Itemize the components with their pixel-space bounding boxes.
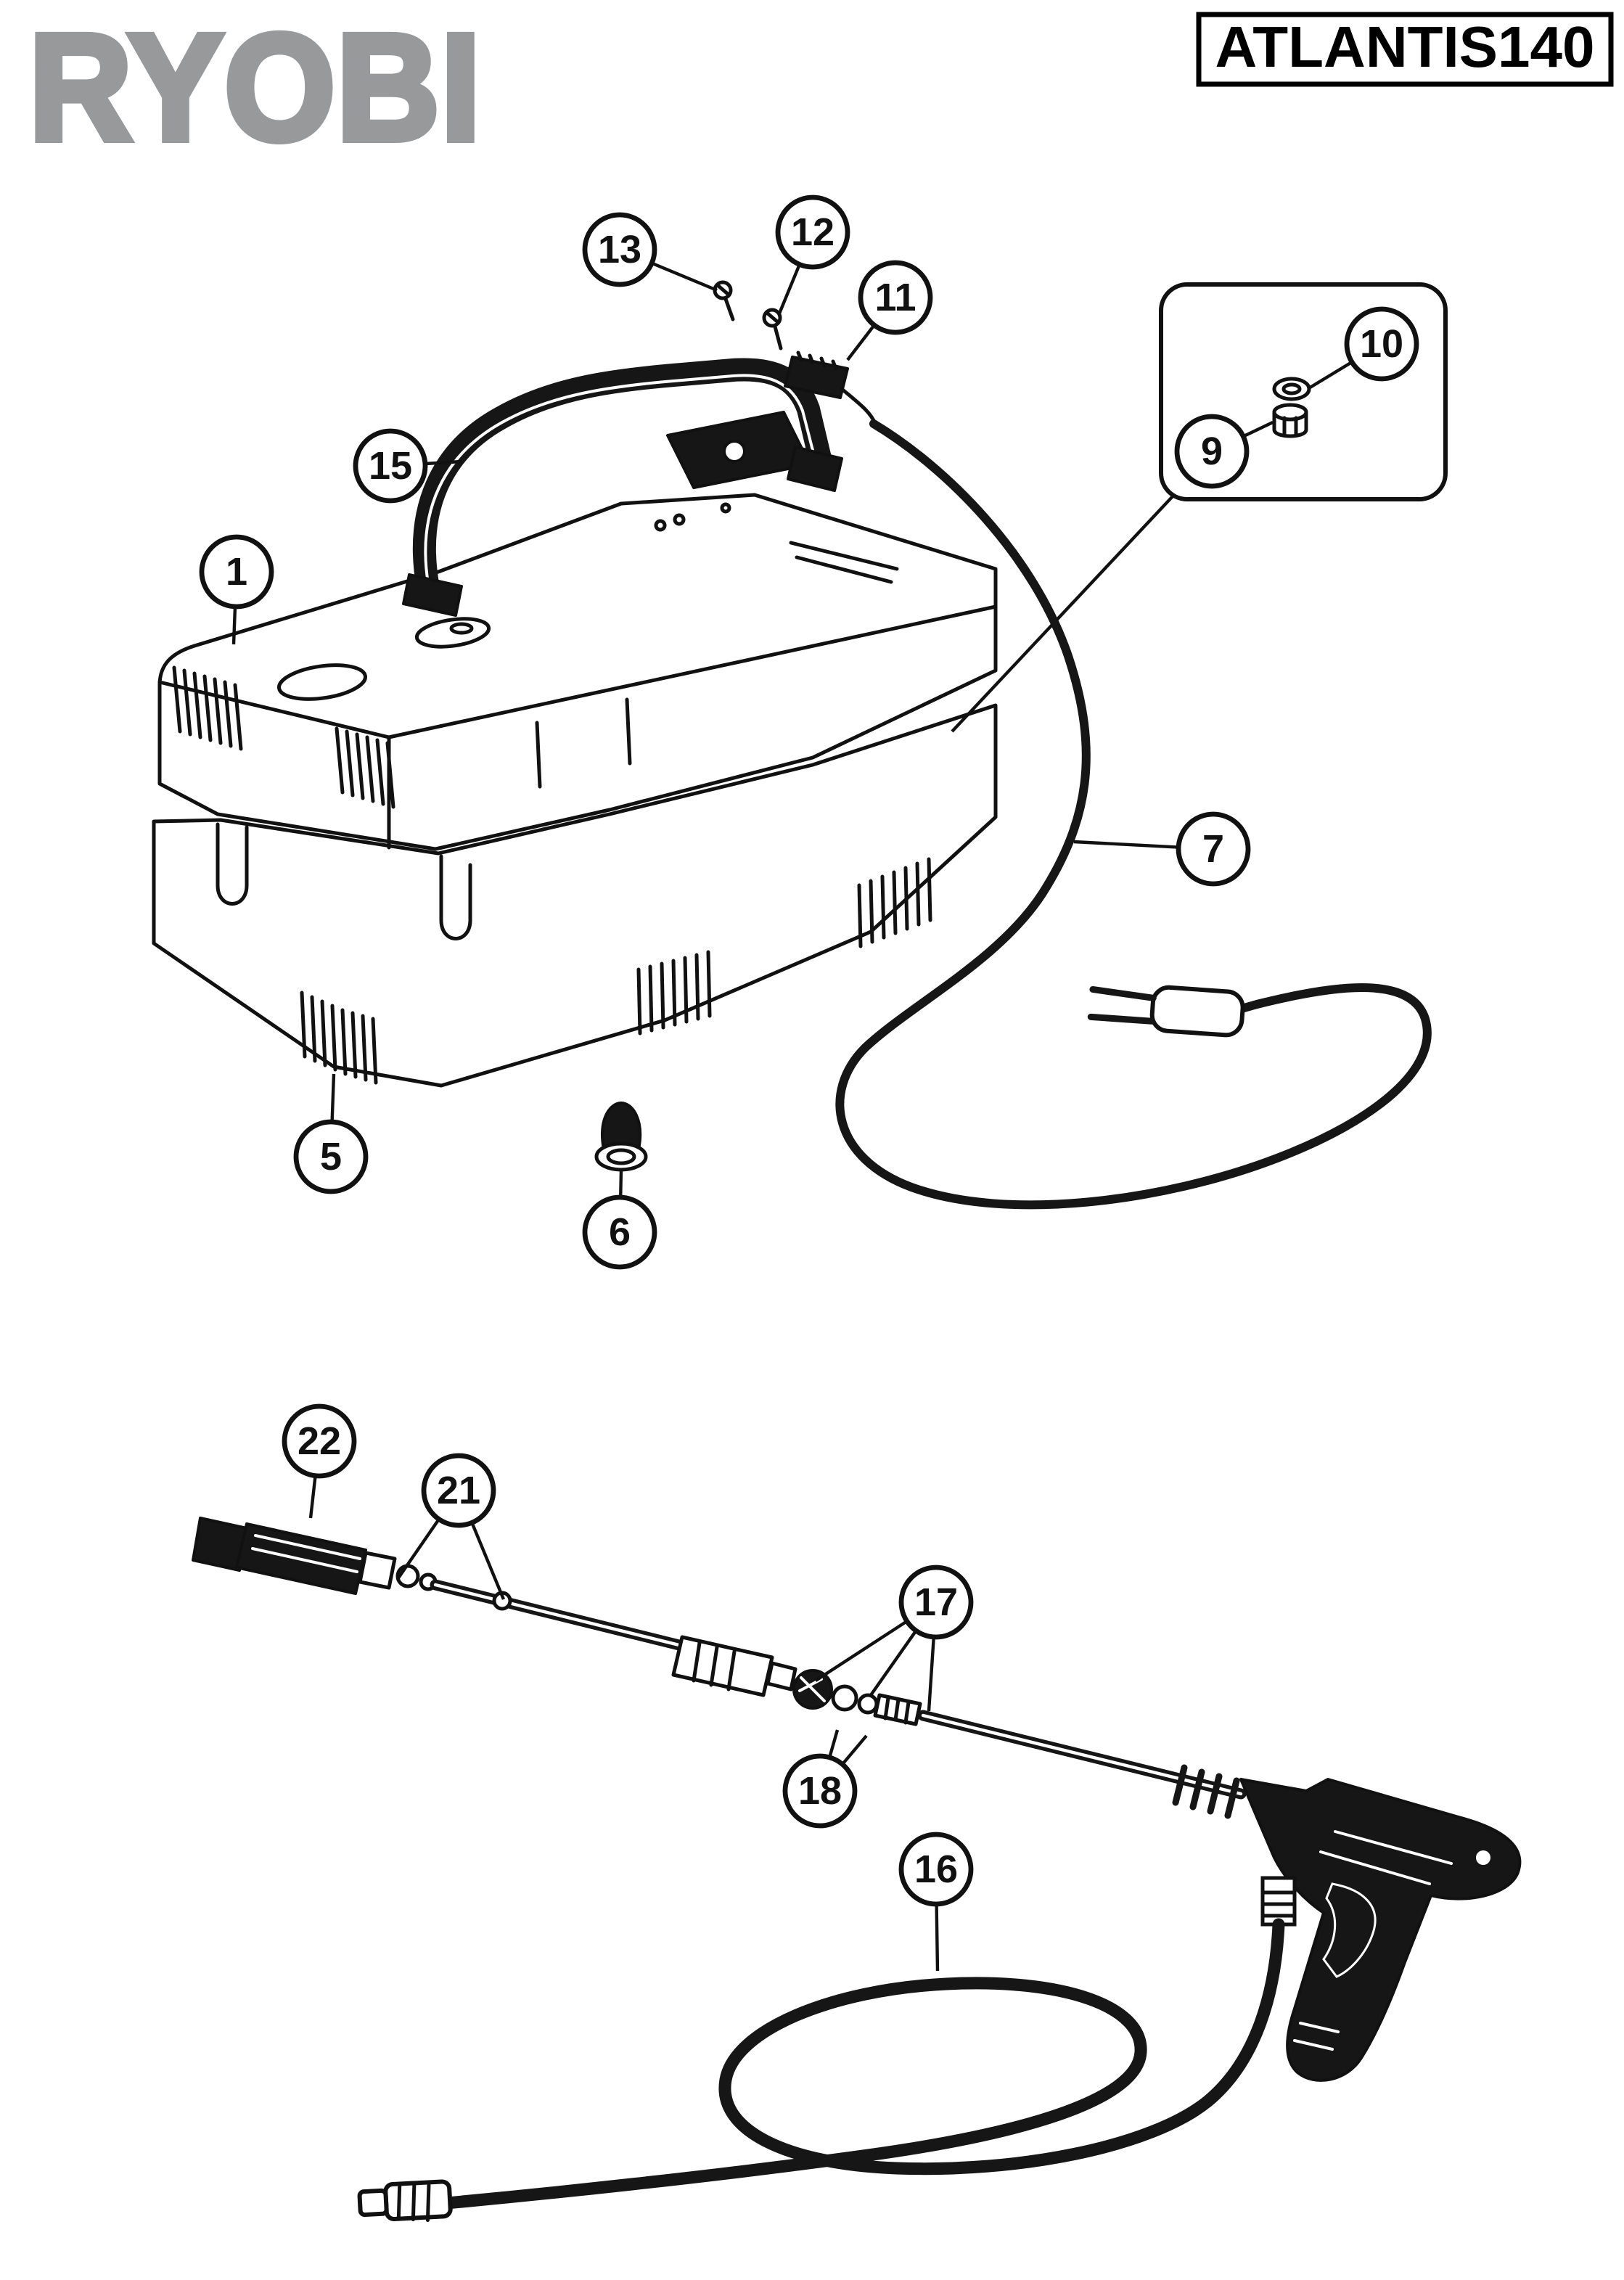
leader-line-10 bbox=[1306, 361, 1353, 390]
o-ring-large bbox=[831, 1684, 858, 1712]
callout-15 bbox=[353, 428, 428, 504]
callout-number-6: 6 bbox=[609, 1210, 631, 1254]
leader-line-6 bbox=[619, 1169, 623, 1198]
callout-22 bbox=[282, 1403, 357, 1479]
callout-number-16: 16 bbox=[914, 1848, 958, 1891]
power-cord bbox=[835, 419, 1432, 1210]
leader-line-17-3 bbox=[927, 1636, 935, 1712]
screw-12 bbox=[762, 308, 783, 350]
callout-16 bbox=[898, 1832, 974, 1907]
handle-bracket-screw-hole bbox=[723, 440, 746, 463]
callout-17 bbox=[898, 1565, 974, 1640]
lance-tube-front bbox=[430, 1579, 700, 1654]
leader-line-1 bbox=[231, 606, 237, 645]
leader-line-22 bbox=[308, 1475, 317, 1519]
carry-handle bbox=[402, 358, 843, 617]
callout-6 bbox=[582, 1194, 657, 1270]
callout-7 bbox=[1176, 811, 1251, 887]
brand-logo: RYOBI bbox=[29, 4, 482, 172]
callout-number-17: 17 bbox=[914, 1580, 958, 1624]
model-plate-border bbox=[1196, 12, 1614, 87]
leader-line-11 bbox=[846, 324, 876, 361]
inset-box-leader-line bbox=[951, 495, 1174, 733]
callout-1 bbox=[199, 534, 274, 610]
mid-coupling bbox=[671, 1635, 797, 1697]
callout-number-13: 13 bbox=[598, 228, 641, 271]
hose-end-fitting bbox=[357, 2179, 453, 2223]
trigger-gun bbox=[1239, 1778, 1522, 2082]
callout-number-21: 21 bbox=[437, 1469, 480, 1512]
main-unit bbox=[152, 280, 1448, 1210]
base-tank bbox=[152, 703, 998, 1088]
callout-number-10: 10 bbox=[1360, 322, 1403, 366]
callout-number-15: 15 bbox=[369, 444, 412, 488]
leader-line-18-1 bbox=[828, 1729, 840, 1758]
callout-18 bbox=[782, 1753, 858, 1829]
callout-13 bbox=[582, 212, 657, 287]
leader-line-9 bbox=[1242, 421, 1274, 438]
callout-number-12: 12 bbox=[791, 210, 834, 254]
gun-screw bbox=[1476, 1850, 1490, 1865]
leader-line-5 bbox=[330, 1073, 336, 1123]
callout-number-7: 7 bbox=[1202, 827, 1224, 871]
leader-line-21-2 bbox=[470, 1522, 506, 1600]
handle-bracket bbox=[666, 411, 811, 489]
lance-tube-rear bbox=[917, 1710, 1247, 1819]
leader-line-13 bbox=[651, 261, 718, 292]
leader-line-15 bbox=[425, 459, 462, 466]
o-ring-small bbox=[857, 1693, 879, 1715]
high-pressure-hose bbox=[357, 1918, 1285, 2223]
leader-line-18-2 bbox=[841, 1734, 868, 1766]
callout-number-9: 9 bbox=[1201, 430, 1223, 473]
nozzle-head bbox=[192, 1517, 438, 1595]
plug-prongs bbox=[1087, 985, 1157, 1025]
callout-12 bbox=[775, 194, 850, 270]
model-plate: ATLANTIS140 bbox=[1196, 12, 1614, 87]
callout-number-5: 5 bbox=[320, 1135, 342, 1178]
callout-9 bbox=[1174, 414, 1250, 489]
callout-5 bbox=[293, 1119, 369, 1194]
callout-11 bbox=[858, 260, 933, 335]
upper-housing bbox=[157, 493, 998, 851]
leader-line-12 bbox=[777, 263, 801, 314]
gun-collar-ridges bbox=[1172, 1764, 1240, 1819]
model-label: ATLANTIS140 bbox=[1215, 15, 1594, 79]
callout-number-22: 22 bbox=[298, 1419, 341, 1463]
leader-line-7 bbox=[1073, 840, 1179, 849]
washer-part-10 bbox=[1272, 377, 1311, 401]
callout-10 bbox=[1344, 306, 1419, 382]
callout-number-1: 1 bbox=[226, 550, 247, 594]
callout-number-18: 18 bbox=[798, 1769, 842, 1813]
gun-trigger bbox=[1322, 1882, 1377, 1978]
leader-line-21-1 bbox=[396, 1518, 440, 1580]
nut-part-9 bbox=[1272, 403, 1308, 438]
callout-number-11: 11 bbox=[874, 276, 916, 319]
power-plug bbox=[1087, 985, 1245, 1038]
gun-assembly bbox=[192, 1517, 1522, 2223]
screw-13 bbox=[713, 280, 735, 321]
leader-line-17-1 bbox=[814, 1620, 908, 1682]
rubber-foot bbox=[594, 1102, 648, 1172]
leader-line-16 bbox=[935, 1903, 940, 1972]
connector-cluster bbox=[792, 1669, 922, 1726]
gun-swivel-fitting bbox=[1260, 1876, 1297, 1927]
leader-line-17-2 bbox=[869, 1629, 918, 1697]
callout-21 bbox=[421, 1453, 496, 1528]
